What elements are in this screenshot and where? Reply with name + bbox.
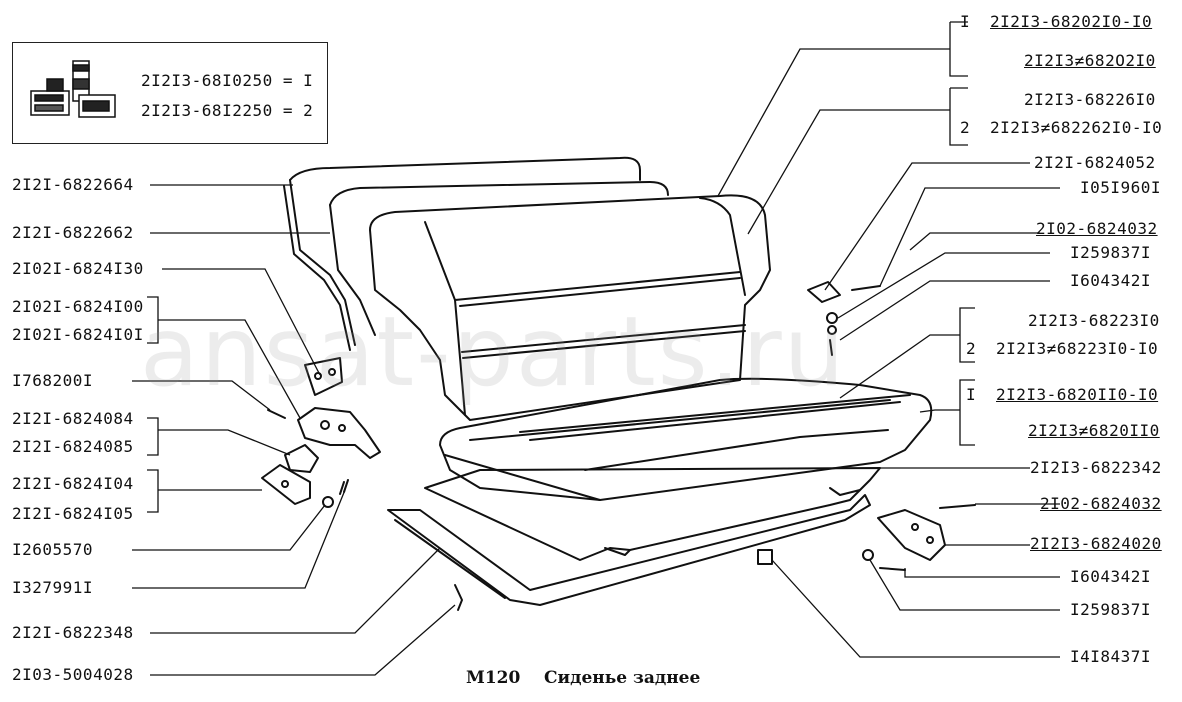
part-label: I2605570 bbox=[12, 540, 94, 559]
bolt-I05I960I bbox=[851, 285, 881, 291]
inset-part-2: 2I2I3-68I2250 bbox=[141, 101, 273, 120]
part-label: 2I2I-6824084 bbox=[12, 409, 134, 428]
bolt-right-top bbox=[939, 504, 976, 509]
part-label: 2I2I-6824I05 bbox=[12, 504, 134, 523]
part-label: 2I2I3≠682262I0-I0 bbox=[990, 118, 1163, 137]
part-label: I259837I bbox=[1070, 600, 1152, 619]
bracket-084 bbox=[284, 444, 319, 473]
part-label: 2I2I-6824I04 bbox=[12, 474, 134, 493]
inset-part-1: 2I2I3-68I0250 bbox=[141, 71, 273, 90]
inset-num-1: I bbox=[303, 71, 314, 90]
bolt-left bbox=[267, 409, 286, 419]
screw-2I03 bbox=[454, 584, 463, 611]
part-label: 2I2I-6822664 bbox=[12, 175, 134, 194]
lower-trim-panel bbox=[387, 494, 871, 606]
seat-cushion bbox=[439, 377, 933, 501]
part-label: 2I2I-6822348 bbox=[12, 623, 134, 642]
part-label: 2I2I3≠682O2I0 bbox=[1024, 51, 1156, 70]
right-hinge-bracket bbox=[877, 509, 946, 561]
part-label: I4I8437I bbox=[1070, 647, 1152, 666]
group4-number: I bbox=[966, 385, 977, 404]
part-label: 2I2I3-6820II0-I0 bbox=[996, 385, 1159, 404]
part-label: 2I02I-6824I00 bbox=[12, 297, 144, 316]
inset-num-2: 2 bbox=[303, 101, 314, 120]
part-label: I327991I bbox=[12, 578, 94, 597]
part-label: I768200I bbox=[12, 371, 94, 390]
part-label: 2I2I3-68202I0-I0 bbox=[990, 12, 1153, 31]
bracket-104 bbox=[261, 464, 311, 505]
part-label: 2I2I3-6824020 bbox=[1030, 534, 1162, 553]
part-label: 2I02-6824032 bbox=[1040, 494, 1162, 513]
inset-eq-1: = bbox=[282, 71, 294, 90]
part-label: 2I2I-6822662 bbox=[12, 223, 134, 242]
part-label: 2I2I-6824085 bbox=[12, 437, 134, 456]
inset-legend: 2I2I3-68I0250 = I 2I2I3-68I2250 = 2 bbox=[12, 42, 328, 144]
part-label: 2I02-6824032 bbox=[1036, 219, 1158, 238]
part-label: 2I02I-6824I0I bbox=[12, 325, 144, 344]
group1-number: I bbox=[960, 12, 971, 31]
back-frame-wire-outer bbox=[289, 156, 641, 181]
part-label: 2I02I-6824I30 bbox=[12, 259, 144, 278]
part-label: 2I2I3-68223I0 bbox=[1028, 311, 1160, 330]
part-label: 2I2I-6824052 bbox=[1034, 153, 1156, 172]
figure-code: M120 bbox=[466, 668, 521, 688]
seat-base-board bbox=[424, 467, 881, 561]
hinge-plate bbox=[304, 357, 343, 396]
inset-eq-2: = bbox=[282, 101, 294, 120]
part-label: 2I2I3-68226I0 bbox=[1024, 90, 1156, 109]
part-label: I05I960I bbox=[1080, 178, 1162, 197]
plate-6824052 bbox=[807, 281, 841, 303]
part-label: 2I2I3-6822342 bbox=[1030, 458, 1162, 477]
part-label: I259837I bbox=[1070, 243, 1152, 262]
part-label: I604342I bbox=[1070, 567, 1152, 586]
figure-title: Сиденье заднее bbox=[544, 668, 701, 688]
back-frame-wire-inner bbox=[329, 181, 669, 206]
supply-parts-icon bbox=[30, 60, 116, 118]
inset-row-1: 2I2I3-68I0250 = I bbox=[141, 71, 313, 90]
inset-row-2: 2I2I3-68I2250 = 2 bbox=[141, 101, 313, 120]
part-label: I604342I bbox=[1070, 271, 1152, 290]
latch-assembly bbox=[297, 407, 381, 459]
backrest-cushion bbox=[369, 194, 771, 421]
group2-number: 2 bbox=[960, 118, 971, 137]
part-label: 2I03-5004028 bbox=[12, 665, 134, 684]
part-label: 2I2I3≠68223I0-I0 bbox=[996, 339, 1159, 358]
bolt-right-bottom bbox=[879, 567, 906, 571]
part-label: 2I2I3≠6820II0 bbox=[1028, 421, 1160, 440]
group3-number: 2 bbox=[966, 339, 977, 358]
clip-I4I8437I bbox=[757, 549, 773, 565]
